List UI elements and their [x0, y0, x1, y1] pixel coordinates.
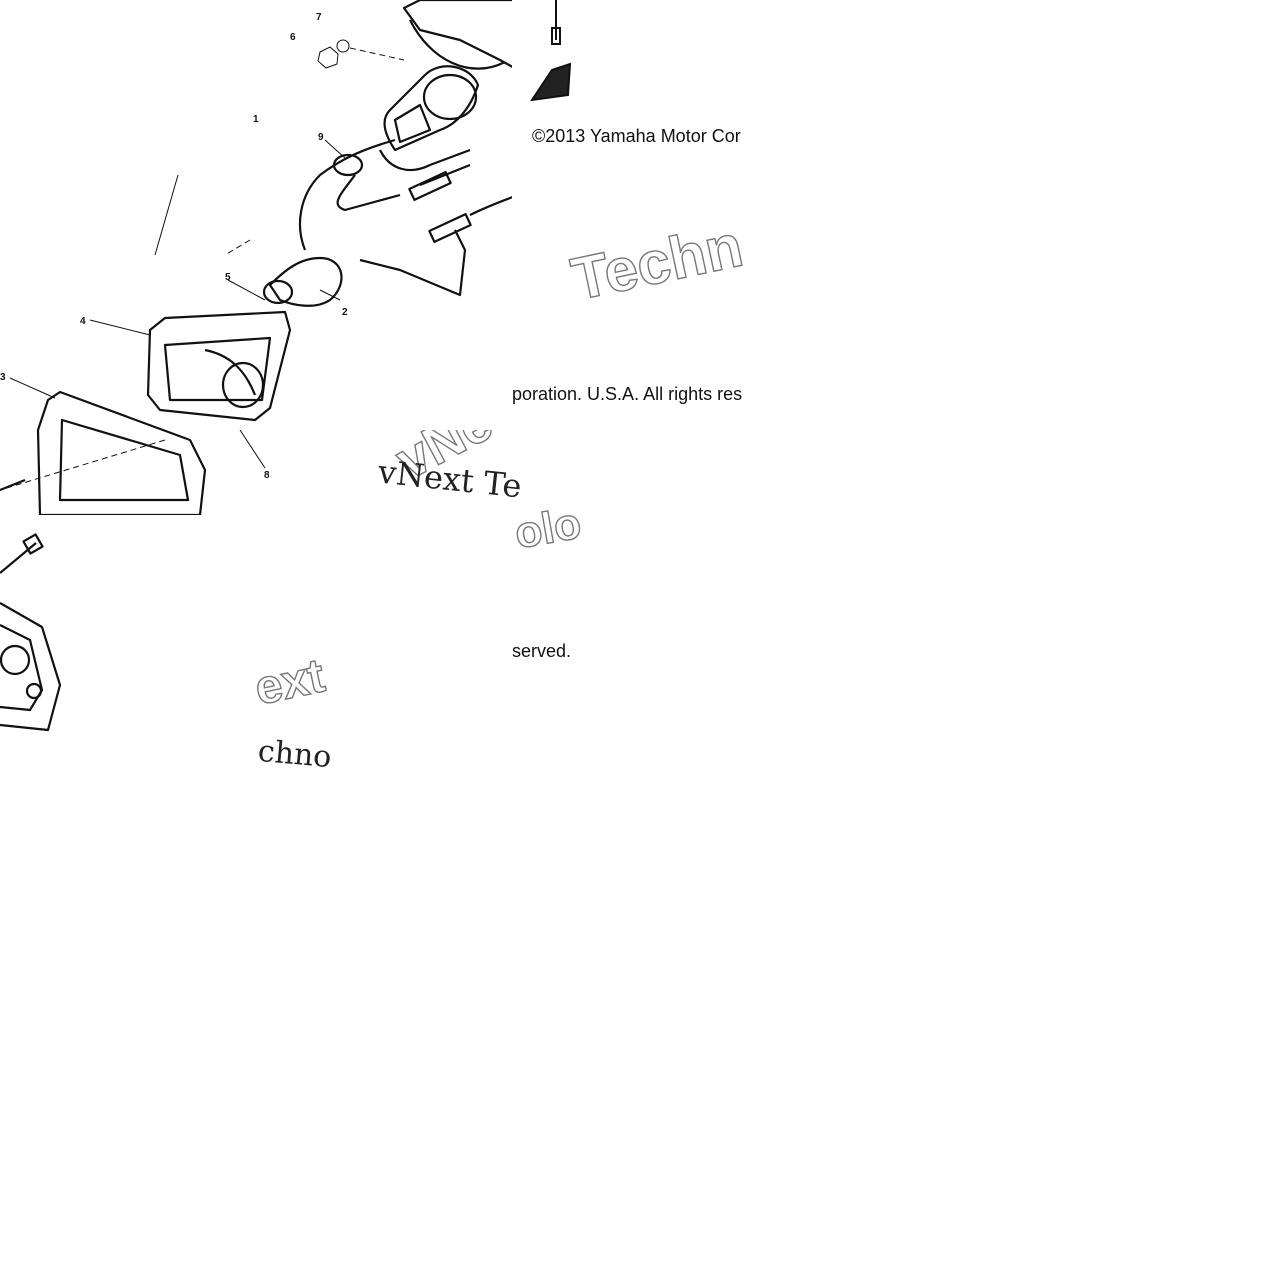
copyright-text-part2: poration. U.S.A. All rights res [512, 384, 743, 404]
leader-line [319, 289, 341, 301]
socket-sleeve [393, 103, 432, 144]
leader-line [349, 47, 405, 61]
frame-inner [58, 418, 190, 502]
watermark-outline-techn: Techn [565, 211, 749, 310]
diagram-fragment-top-right: ©2013 Yamaha Motor Cor Techn [512, 0, 772, 310]
connector-1-body [408, 171, 452, 201]
leader-line [239, 429, 266, 469]
connector-1 [419, 163, 471, 187]
wire-lead-1 [379, 148, 471, 172]
wire-connector-fragment [529, 0, 572, 102]
watermark-fragment-center: vNe vNext Te olo [335, 430, 595, 550]
leader-line [324, 139, 346, 159]
bolt-shaft [0, 542, 37, 574]
lamp-neck-opening [422, 73, 478, 121]
diagram-fragment-lower-left: ext chno [0, 515, 335, 777]
lens-reflector [221, 361, 265, 409]
callout-1: 1 [253, 114, 259, 125]
watermark-serif-vnext: vNext Te [376, 452, 524, 506]
copyright-text-part3: served. [512, 641, 572, 661]
lamp-frame-fragment [0, 533, 62, 732]
leader-line [224, 239, 251, 256]
wire-loop [298, 138, 396, 251]
terminal-pin [551, 27, 561, 45]
leader-line [154, 174, 179, 256]
rear-housing-shape [402, 0, 518, 72]
exploded-lamp-diagram: 7 6 9 1 5 2 4 3 8 [0, 0, 518, 515]
callout-7: 7 [316, 12, 322, 23]
leader-line [0, 439, 166, 491]
watermark-outline-olo: olo [510, 498, 585, 550]
lens-inner [163, 336, 272, 402]
bolt-shaft-stub [0, 478, 26, 492]
washer [336, 39, 350, 53]
leader-line [9, 377, 56, 399]
callout-5: 5 [225, 272, 231, 283]
lamp-assembly-drawing: 7 6 9 1 5 2 4 3 8 [0, 0, 518, 515]
callout-numbers: 7 6 9 1 5 2 4 3 8 [0, 12, 348, 481]
callout-2: 2 [342, 307, 348, 318]
copyright-text-part1: ©2013 Yamaha Motor Cor [532, 126, 741, 146]
leader-line [227, 279, 266, 301]
connector-2-body [428, 213, 472, 243]
callout-3: 3 [0, 372, 6, 383]
callout-8: 8 [264, 470, 270, 481]
lamp-frame-edge [0, 602, 62, 732]
leader-line [89, 319, 151, 336]
housing-lower-edge [359, 229, 467, 297]
frame-gasket [36, 390, 207, 515]
connector-2-lead [469, 193, 518, 216]
callout-9: 9 [318, 132, 324, 143]
mounting-hole [25, 682, 43, 700]
wire-lead-2 [336, 174, 401, 212]
callout-4: 4 [80, 316, 86, 327]
connector-block [529, 62, 572, 102]
bulb-glass [268, 256, 343, 307]
lamp-lens [146, 310, 292, 422]
lamp-reflector-ring [0, 644, 31, 676]
lens-curve [204, 348, 257, 396]
rear-housing-rim [409, 19, 506, 70]
bulb-base [262, 279, 294, 305]
callout-6: 6 [290, 32, 296, 43]
watermark-serif-fragment: chno [256, 733, 333, 776]
hex-nut [317, 46, 339, 69]
grommet [332, 153, 364, 177]
bolt-head [22, 533, 44, 555]
